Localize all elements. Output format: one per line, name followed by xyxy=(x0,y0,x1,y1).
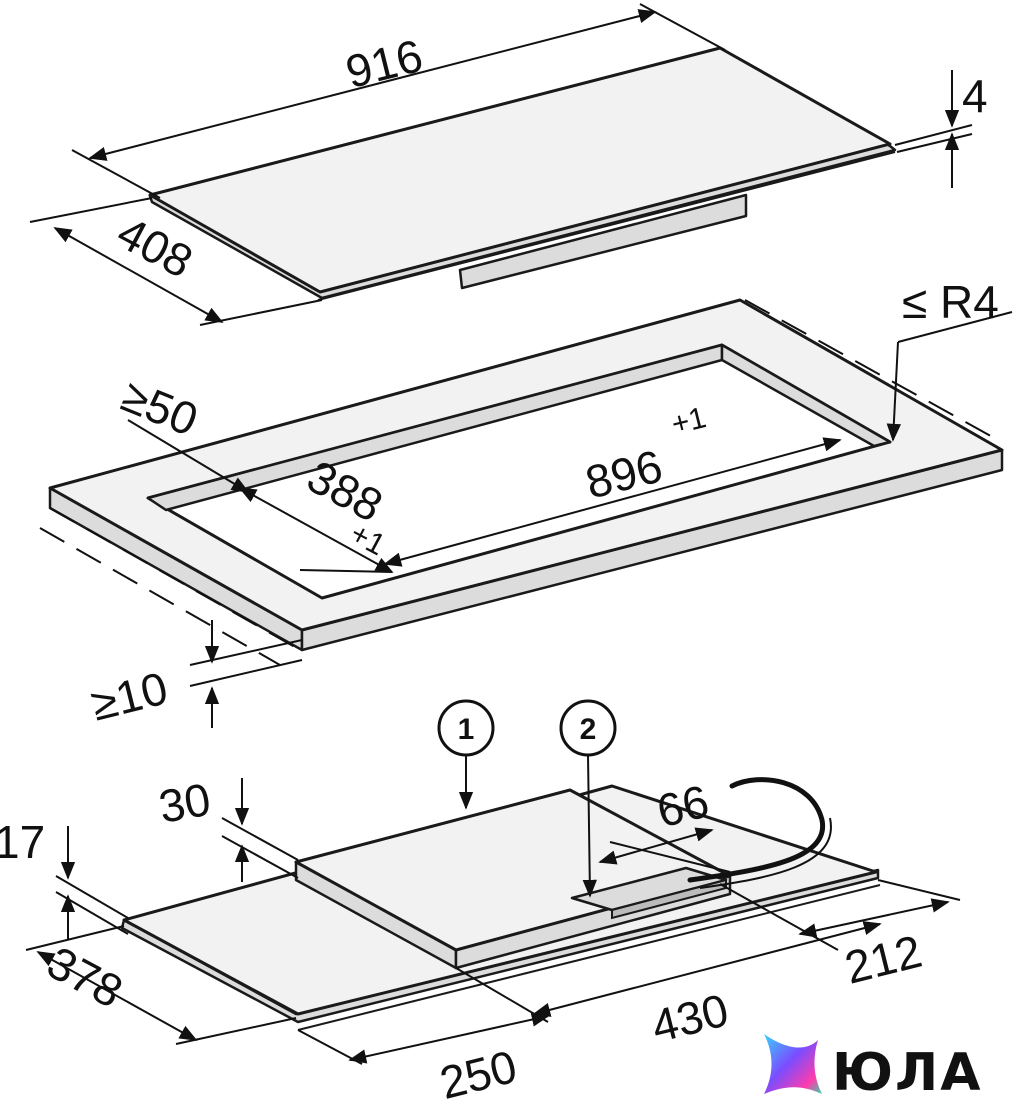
callout-2-number: 2 xyxy=(580,713,597,746)
hob-top-view xyxy=(148,46,897,301)
power-cable xyxy=(687,777,826,883)
label-4: 4 xyxy=(962,70,988,122)
dimension-hob-thickness: 4 xyxy=(894,70,988,188)
label-388-tolerance: +1 xyxy=(345,517,391,562)
callout-2: 2 xyxy=(559,699,617,898)
label-ge10: ≥10 xyxy=(86,662,173,731)
cutout-inner-wall-right xyxy=(720,343,892,448)
hob-underside-view xyxy=(120,777,881,1031)
dimension-corner-radius: ≤ R4 xyxy=(886,276,1013,442)
label-250: 250 xyxy=(435,1040,522,1100)
label-916: 916 xyxy=(341,29,428,98)
label-212: 212 xyxy=(840,925,927,994)
label-896: 896 xyxy=(580,440,667,509)
label-17: 17 xyxy=(0,816,45,868)
label-r4: ≤ R4 xyxy=(902,276,999,328)
hob-housing xyxy=(458,193,748,290)
yula-logo: ЮЛА xyxy=(764,1034,982,1100)
dimension-66: 66 xyxy=(598,774,731,873)
label-896-tolerance: +1 xyxy=(668,401,709,441)
label-ge50: ≥50 xyxy=(115,369,205,446)
dimension-base-height: 17 xyxy=(0,816,129,940)
label-430: 430 xyxy=(646,983,733,1052)
label-378: 378 xyxy=(39,936,131,1018)
dimension-box-height: 30 xyxy=(155,773,299,882)
label-66: 66 xyxy=(652,774,714,837)
worktop-cutout-view xyxy=(39,298,1004,666)
callout-1-number: 1 xyxy=(458,713,475,746)
callout-1: 1 xyxy=(437,699,495,810)
yula-logo-text: ЮЛА xyxy=(832,1043,982,1100)
dimension-worktop-thickness: ≥10 xyxy=(86,620,303,731)
dimension-250: 250 xyxy=(297,1012,550,1100)
yula-logo-mark-icon xyxy=(764,1034,822,1094)
label-30: 30 xyxy=(155,773,214,833)
